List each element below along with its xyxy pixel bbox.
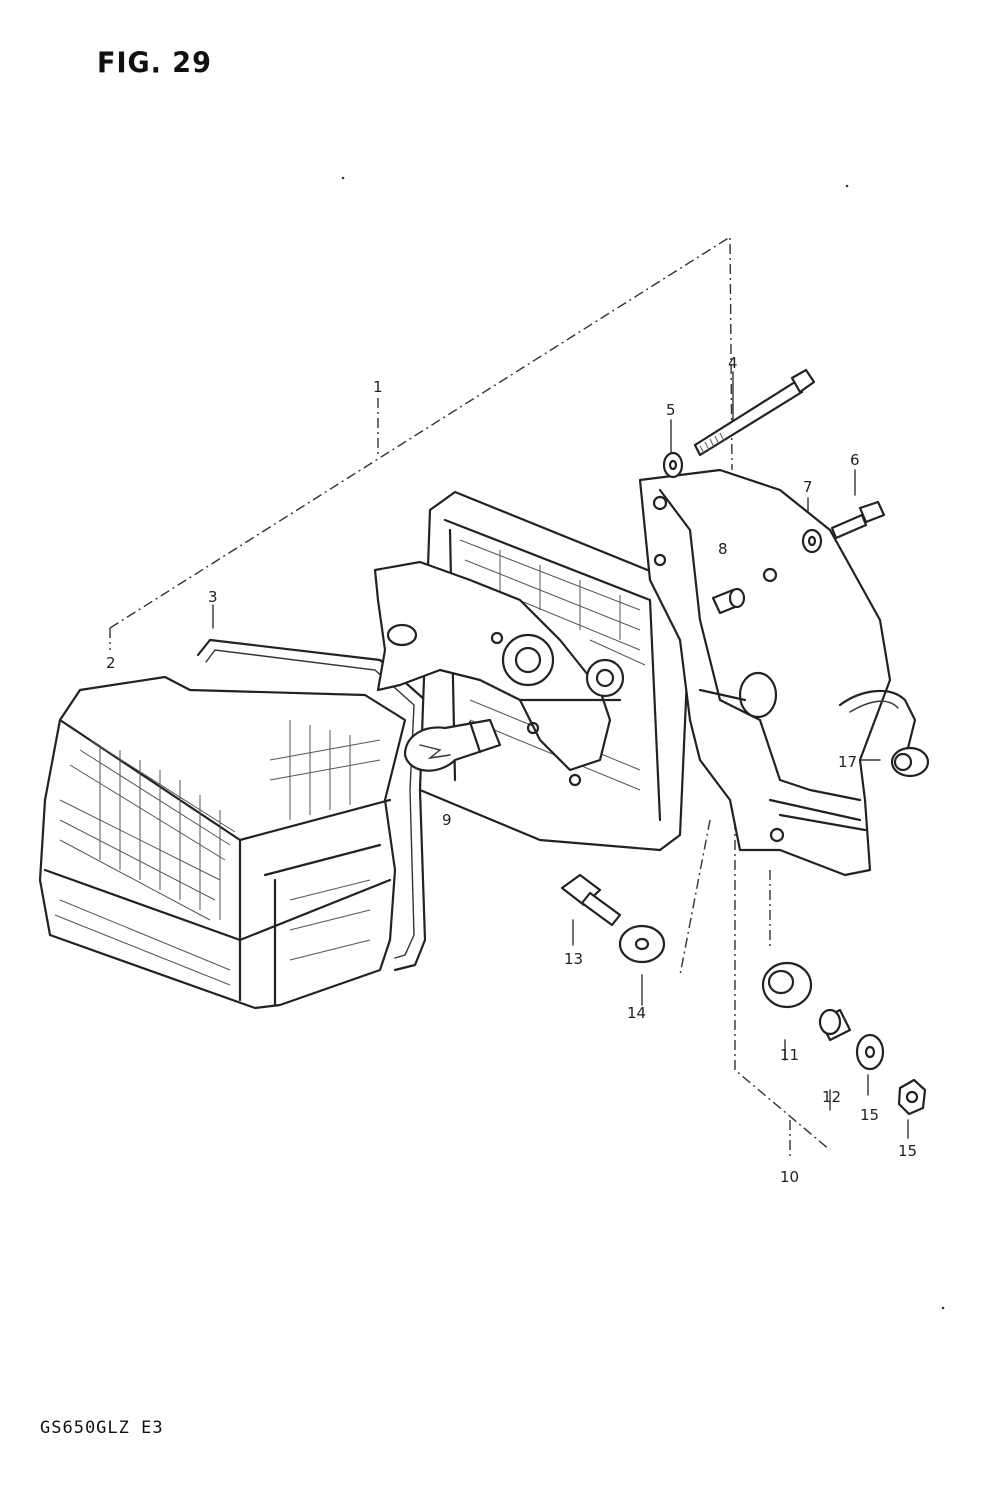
callout-labels: 1 2 3 4 5 6 7 8 9 10 11 12 13 14 15 15 1… — [106, 354, 917, 1186]
callout-9: 9 — [442, 811, 452, 829]
callout-14: 14 — [627, 1004, 646, 1022]
callout-15b: 15 — [898, 1142, 917, 1160]
callout-12: 12 — [822, 1088, 841, 1106]
lamp-housing — [373, 490, 692, 852]
callout-13: 13 — [564, 950, 583, 968]
bolt-13 — [560, 873, 622, 927]
callout-5: 5 — [666, 401, 676, 419]
washer-14 — [618, 924, 666, 964]
bulb — [403, 718, 502, 772]
nut-15 — [897, 1078, 927, 1116]
cushion-11 — [761, 961, 813, 1009]
callout-11: 11 — [780, 1046, 799, 1064]
washer-7 — [801, 528, 823, 554]
figure-title: FIG. 29 — [97, 47, 212, 80]
grommet-17 — [890, 746, 930, 778]
mounting-bracket — [638, 468, 917, 877]
callout-15a: 15 — [860, 1106, 879, 1124]
callout-7: 7 — [803, 478, 813, 496]
callout-17: 17 — [838, 753, 857, 771]
bolt-6 — [830, 500, 886, 540]
callout-10: 10 — [780, 1168, 799, 1186]
callout-2: 2 — [106, 654, 116, 672]
callout-8: 8 — [718, 540, 728, 558]
collar-12 — [818, 1008, 852, 1042]
callout-3: 3 — [208, 588, 218, 606]
washer-15 — [855, 1033, 885, 1071]
callout-4: 4 — [728, 354, 738, 372]
callout-6: 6 — [850, 451, 860, 469]
callout-1: 1 — [373, 378, 383, 396]
long-bolt — [693, 368, 816, 457]
model-code: GS650GLZ E3 — [40, 1418, 164, 1438]
washer-5 — [662, 451, 684, 479]
tail-lamp-lens — [38, 675, 407, 1010]
spacer-8 — [711, 587, 746, 615]
